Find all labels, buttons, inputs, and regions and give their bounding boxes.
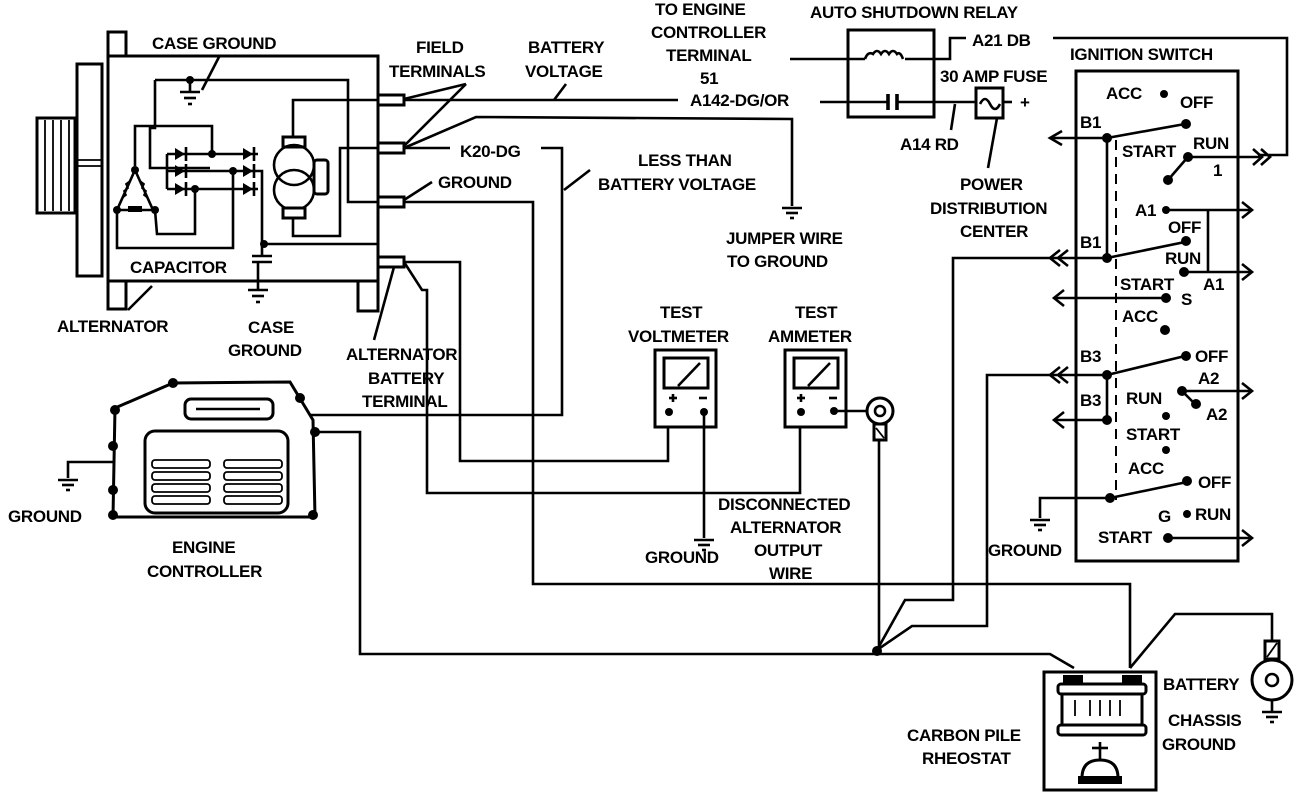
to-engine-controller-label-3: TERMINAL [666,46,751,65]
ign-start-4: START [1098,528,1153,547]
case-ground-label: CASE GROUND [152,34,276,53]
engine-controller [108,378,320,520]
fuse-30-amp [974,86,1012,120]
ign-acc-1: ACC [1106,84,1142,103]
battery-voltage-label-1: BATTERY [528,38,605,57]
ignition-splice-wires [872,256,1050,656]
voltmeter-label-2: VOLTMETER [628,327,729,346]
ign-run-3: RUN [1126,389,1162,408]
ign-a1-b: A1 [1203,275,1224,294]
pdc-label-1: POWER [960,175,1023,194]
rotor-regulator [272,98,378,238]
to-engine-controller-label-2: CONTROLLER [651,23,766,42]
auto-shutdown-relay [790,28,976,119]
ammeter-label-1: TEST [795,303,838,322]
ign-run-1: RUN [1193,134,1229,153]
ign-off-3: OFF [1195,347,1228,366]
fuse-label: 30 AMP FUSE [940,67,1047,86]
alternator-label: ALTERNATOR [57,317,168,336]
test-ammeter [783,348,848,429]
engine-controller-label-2: CONTROLLER [147,562,262,581]
case-ground-symbol [180,80,200,106]
ecm-ground-label: GROUND [8,507,82,526]
pdc-label-3: CENTER [960,222,1028,241]
ignition-ground-label: GROUND [988,541,1062,560]
battery-terminal-label-3: TERMINAL [362,392,447,411]
carbon-pile-label-1: CARBON PILE [907,726,1021,745]
pdc-label-2: DISTRIBUTION [930,199,1047,218]
ign-b1-a: B1 [1080,113,1101,132]
alternator [35,30,406,313]
ign-a2-a: A2 [1198,369,1219,388]
to-engine-controller-label-1: TO ENGINE [655,0,746,19]
capacitor-label: CAPACITOR [130,258,227,277]
carbon-pile-rheostat [1042,670,1158,792]
battery-voltage-label-2: VOLTAGE [525,62,603,81]
case-ground-bottom-label-2: GROUND [228,341,302,360]
ign-g: G [1158,507,1171,526]
a21-wire [1053,36,1289,157]
disconnected-label-1: DISCONNECTED [718,495,850,514]
field-terminals-label-2: TERMINALS [389,62,485,81]
a14-wire-label: A14 RD [900,135,959,154]
chassis-ground-label-1: CHASSIS [1168,711,1241,730]
alternator-terminals [376,93,406,269]
disconnected-label-3: OUTPUT [754,541,823,560]
alternator-tab [106,30,128,58]
auto-shutdown-relay-label: AUTO SHUTDOWN RELAY [810,3,1019,22]
chassis-ground-clamp [1250,639,1294,724]
ign-a1-a: A1 [1135,201,1156,220]
wiring [310,98,1132,670]
a142-wire-label: A142-DG/OR [690,91,789,110]
meter-ground-label: GROUND [645,548,719,567]
ign-b3-b: B3 [1080,391,1101,410]
k20-wire-label: K20-DG [460,142,521,161]
ignition-switch-title: IGNITION SWITCH [1070,45,1213,64]
alternator-pulley [35,62,104,278]
chassis-ground-label-2: GROUND [1162,735,1236,754]
ign-start-1: START [1122,142,1177,161]
ign-b3-a: B3 [1080,347,1101,366]
ign-s: S [1181,290,1192,309]
voltmeter-label-1: TEST [660,303,703,322]
disconnected-label-4: WIRE [769,564,812,583]
engine-controller-label-1: ENGINE [172,538,235,557]
ign-off-1: OFF [1180,93,1213,112]
test-voltmeter [653,348,718,429]
case-ground-bottom-label-1: CASE [248,318,294,337]
ammeter-label-2: AMMETER [768,327,852,346]
field-terminals-label-1: FIELD [416,38,464,57]
ign-start-3: START [1126,425,1181,444]
ammeter-clamp [865,396,895,442]
to-engine-controller-label-4: 51 [700,69,718,88]
jumper-wire-label-2: TO GROUND [727,252,828,271]
ign-acc-3: ACC [1128,459,1164,478]
rectifier-diodes [175,147,256,196]
ign-b1-b: B1 [1080,233,1101,252]
ign-1: 1 [1213,161,1222,180]
ign-a2-b: A2 [1206,405,1227,424]
jumper-wire-label-1: JUMPER WIRE [726,229,843,248]
splice-point [872,646,882,656]
ignition-switch [1030,69,1272,563]
fuse-plus-label: + [1020,93,1030,112]
carbon-pile-label-2: RHEOSTAT [922,749,1011,768]
ground-terminal-label: GROUND [438,173,512,192]
stator-winding [113,166,159,214]
battery-terminal-label-1: ALTERNATOR [346,345,457,364]
ign-off-4: OFF [1198,473,1231,492]
a21-wire-label: A21 DB [972,31,1031,50]
battery-label: BATTERY [1163,675,1240,694]
ign-start-2: START [1120,275,1175,294]
ign-run-2: RUN [1165,249,1201,268]
ign-off-2: OFF [1168,218,1201,237]
disconnected-label-2: ALTERNATOR [730,518,841,537]
less-than-label-2: BATTERY VOLTAGE [598,175,756,194]
ign-acc-2: ACC [1122,307,1158,326]
ign-run-4: RUN [1195,505,1231,524]
battery-terminal-label-2: BATTERY [368,369,445,388]
less-than-label-1: LESS THAN [638,151,732,170]
